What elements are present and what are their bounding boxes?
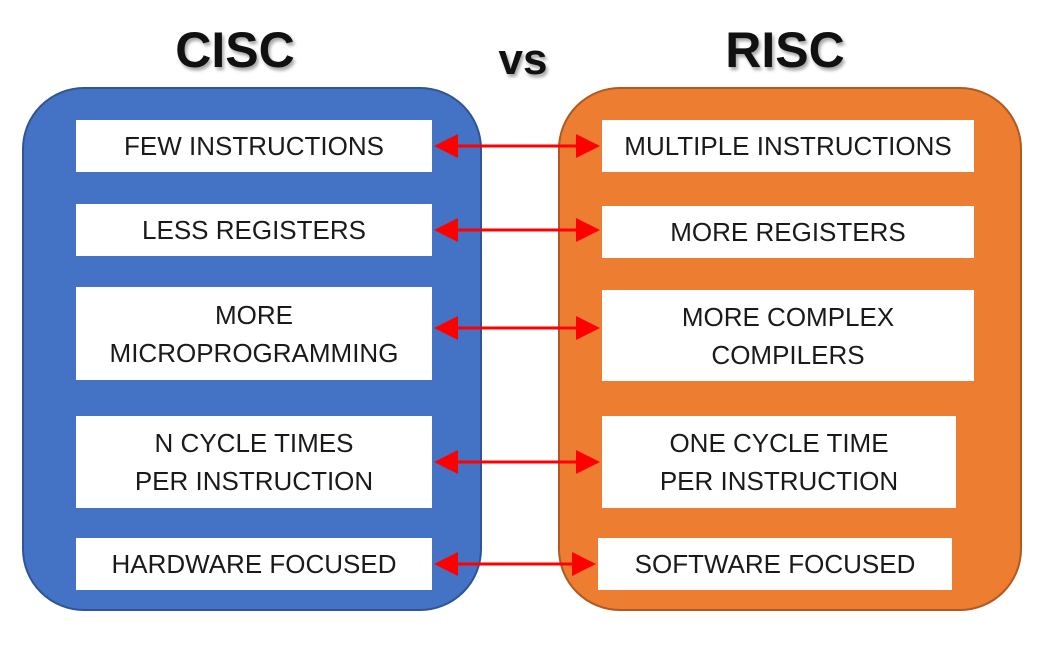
risc-feature-label: MORE COMPLEX COMPILERS (681, 301, 895, 370)
cisc-feature-label: N CYCLE TIMES PER INSTRUCTION (134, 428, 374, 496)
cisc-feature-box: N CYCLE TIMES PER INSTRUCTION (76, 416, 432, 508)
cisc-feature-box: LESS REGISTERS (76, 204, 432, 256)
risc-feature-label: MULTIPLE INSTRUCTIONS (624, 131, 952, 161)
risc-feature-box: MORE REGISTERS (602, 206, 974, 258)
cisc-feature-label: LESS REGISTERS (142, 215, 366, 245)
cisc-feature-label: FEW INSTRUCTIONS (124, 131, 384, 161)
risc-feature-box: MORE COMPLEX COMPILERS (602, 290, 974, 381)
risc-feature-box: ONE CYCLE TIME PER INSTRUCTION (602, 416, 956, 508)
risc-title: RISC (725, 22, 845, 78)
cisc-feature-label: HARDWARE FOCUSED (111, 549, 397, 579)
cisc-feature-label: MORE MICROPROGRAMMING (109, 299, 399, 368)
risc-feature-label: MORE REGISTERS (670, 217, 906, 247)
cisc-feature-box: MORE MICROPROGRAMMING (76, 287, 432, 380)
risc-feature-box: MULTIPLE INSTRUCTIONS (602, 120, 974, 172)
cisc-feature-box: HARDWARE FOCUSED (76, 538, 432, 590)
cisc-feature-box: FEW INSTRUCTIONS (76, 120, 432, 172)
cisc-title: CISC (175, 22, 295, 78)
risc-feature-box: SOFTWARE FOCUSED (598, 538, 952, 590)
risc-feature-label: SOFTWARE FOCUSED (634, 549, 916, 579)
risc-feature-label: ONE CYCLE TIME PER INSTRUCTION (659, 428, 899, 496)
vs-label: vs (498, 35, 548, 84)
